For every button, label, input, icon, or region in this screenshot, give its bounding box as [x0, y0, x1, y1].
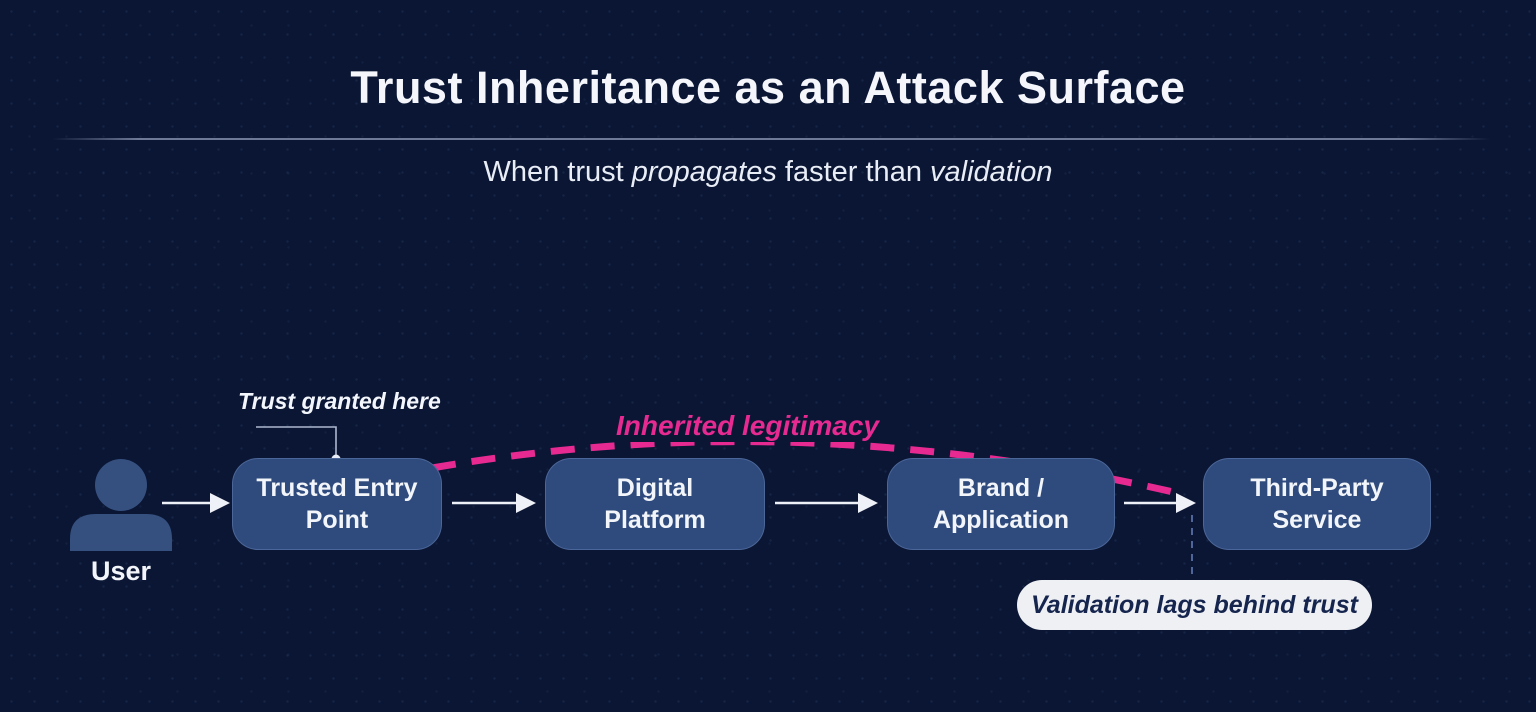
annotation-trust-granted: Trust granted here [238, 388, 441, 414]
subtitle-italic-validation: validation [930, 156, 1053, 188]
user-label: User [90, 556, 152, 586]
subtitle-italic-propagates: propagates [631, 156, 777, 188]
page-subtitle: When trust propagates faster than valida… [0, 156, 1536, 189]
arrowhead-entry-to-platform [516, 493, 536, 513]
subtitle-text: faster than [776, 156, 931, 188]
arrowhead-user-to-entry [210, 493, 230, 513]
node-trusted-entry-point: Trusted Entry Point [232, 458, 442, 550]
arrowhead-platform-to-brand [858, 493, 878, 513]
subtitle-text: When trust [483, 156, 632, 188]
user-icon-head [95, 459, 147, 511]
trust-granted-connector [256, 426, 337, 456]
title-divider [52, 138, 1490, 140]
page-title: Trust Inheritance as an Attack Surface [350, 62, 1186, 113]
node-third-party-service: Third-Party Service [1203, 458, 1431, 550]
arrowhead-brand-to-thirdparty [1176, 493, 1196, 513]
node-digital-platform: Digital Platform [545, 458, 765, 550]
node-brand-application: Brand / Application [887, 458, 1115, 550]
user-icon [70, 459, 172, 551]
user-icon-body [70, 514, 172, 551]
annotation-inherited-legitimacy: Inherited legitimacy [608, 410, 887, 442]
callout-validation-lag: Validation lags behind trust [1017, 580, 1372, 630]
